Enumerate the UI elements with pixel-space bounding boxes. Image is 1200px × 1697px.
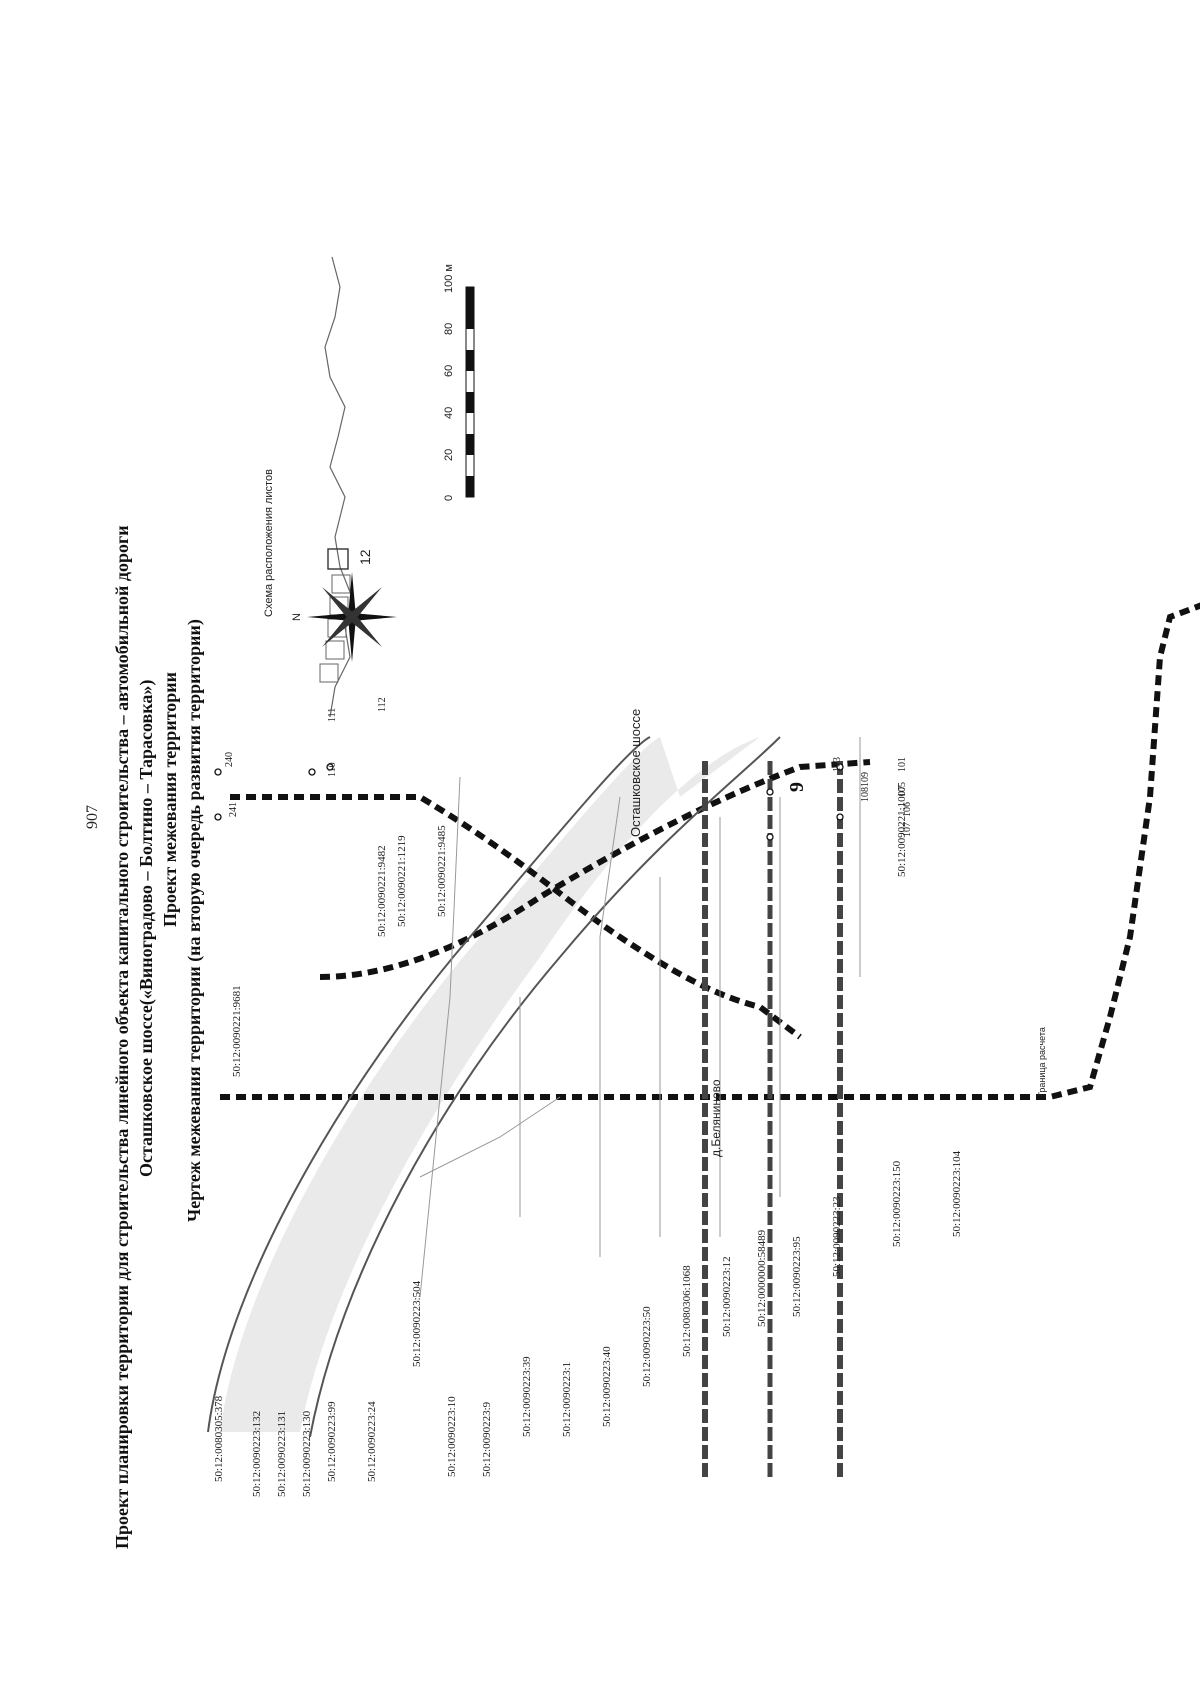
parcel-label-10: 50:12:0090223:1 (561, 1362, 573, 1437)
scale-tick-0: 0 (443, 495, 455, 501)
parcel-label-16: 50:12:0090223:95 (791, 1236, 803, 1317)
point-106: 106 (902, 802, 913, 817)
road-band (220, 737, 760, 1432)
scale-tick-80: 80 (443, 323, 455, 335)
parcel-label-25: 50:12:0090223:504 (411, 1280, 423, 1367)
parcel-label-24: 50:12:0090221:1007 (896, 785, 908, 877)
title-line-1: Проект планировки территории для строите… (112, 525, 132, 1549)
point-241: 241 (228, 802, 239, 817)
road-label: Осташковское шоссе (628, 709, 643, 837)
point-105: 105 (897, 782, 908, 797)
scale-tick-20: 20 (443, 449, 455, 461)
road-line-2 (309, 736, 781, 1438)
inset-scheme: 12 Схема расположения листов (263, 256, 373, 718)
title-line-2: Осташковское шоссе(«Виноградово – Болтин… (136, 680, 157, 1177)
compass-north: N (291, 613, 303, 621)
village-label: д.Беляниново (709, 1079, 723, 1157)
point-101: 101 (897, 757, 908, 772)
parcel-label-12: 50:12:0090223:50 (641, 1306, 653, 1387)
parcel-label-23: 50:12:0090221:9485 (436, 825, 448, 917)
parcel-lines (419, 737, 861, 1298)
point-112: 112 (377, 697, 388, 712)
parcel-label-22: 50:12:0090221:1219 (396, 835, 408, 927)
parcel-label-4: 50:12:0090223:130 (301, 1410, 313, 1497)
zone-boundary-right (319, 759, 871, 980)
parcel-label-1: 50:12:0080305:378 (213, 1395, 225, 1482)
point-110: 110 (327, 762, 338, 777)
inset-sheet-number: 12 (357, 549, 373, 565)
point-240: 240 (224, 752, 235, 767)
parcel-label-13: 50:12:0080306:1068 (681, 1265, 693, 1357)
parcel-label-18: 50:12:0090223:150 (891, 1160, 903, 1247)
point-109: 109 (860, 772, 871, 787)
parcel-label-3: 50:12:0090223:131 (276, 1411, 288, 1497)
parcel-label-5: 50:12:0090223:99 (326, 1401, 338, 1482)
parcel-label-8: 50:12:0090223:9 (481, 1401, 493, 1477)
title-line-3: Проект межевания территории (160, 672, 180, 927)
parcel-label-21: 50:12:0090221:9482 (376, 845, 388, 937)
zone-boundary-inner (230, 794, 802, 1040)
parcel-label-14: 50:12:0090223:12 (721, 1256, 733, 1337)
survey-points (214, 763, 844, 841)
scale-bar: 0 20 40 60 80 100 м (443, 264, 475, 501)
point-108: 108 (860, 787, 871, 802)
parcel-label-2: 50:12:0090223:132 (251, 1411, 263, 1497)
scale-tick-60: 60 (443, 365, 455, 377)
point-111: 111 (327, 708, 338, 722)
parcel-label-20: 50:12:0090221:9681 (231, 985, 243, 1077)
parcel-label-11: 50:12:0090223:40 (601, 1346, 613, 1427)
title-line-4: Чертеж межевания территории (на вторую о… (184, 619, 205, 1222)
parcel-label-7: 50:12:0090223:10 (446, 1396, 458, 1477)
boundary-note: Граница расчета (1037, 1027, 1047, 1097)
parcel-label-19: 50:12:0090223:104 (951, 1150, 963, 1237)
parcel-label-9: 50:12:0090223:39 (521, 1356, 533, 1437)
point-107: 107 (902, 822, 913, 837)
zone-boundary (220, 584, 1200, 1100)
parcel-label-15: 50:12:0000000:58489 (756, 1229, 768, 1327)
scale-tick-100: 100 м (443, 264, 455, 293)
compass-rose-icon: N (291, 572, 397, 662)
inset-label: Схема расположения листов (263, 469, 275, 617)
point-103: 103 (832, 757, 843, 772)
parcel-label-17: 50:12:0090223:23 (831, 1196, 843, 1277)
scale-tick-40: 40 (443, 407, 455, 419)
parcel-label-6: 50:12:0090223:24 (366, 1401, 378, 1482)
road-line-1 (207, 736, 651, 1433)
zone-number: 9 (786, 782, 808, 792)
